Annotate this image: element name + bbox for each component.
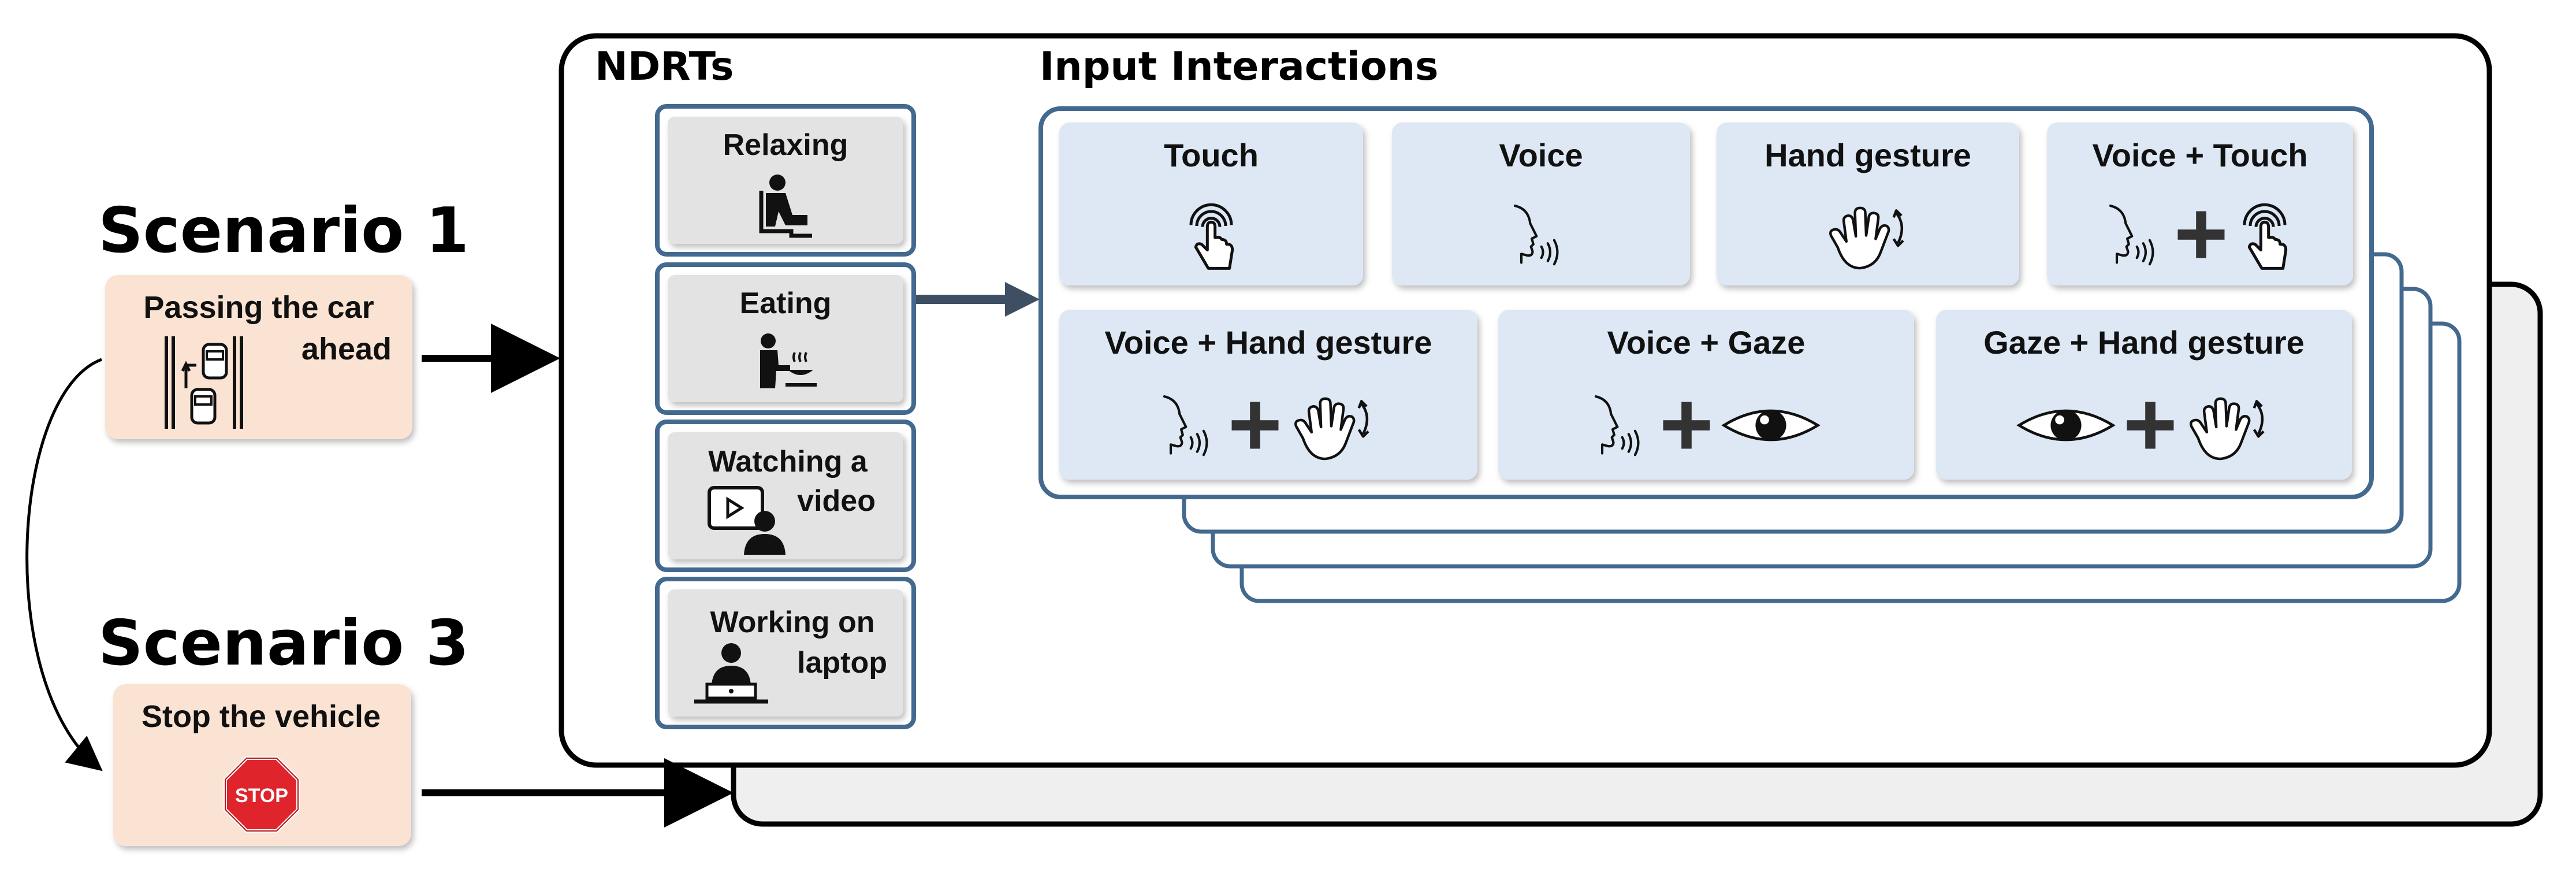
ndrt-relaxing: Relaxing bbox=[655, 104, 916, 257]
interaction-label: Voice + Hand gesture bbox=[1105, 324, 1432, 361]
input-interactions-heading: Input Interactions bbox=[1040, 44, 1438, 90]
svg-text:STOP: STOP bbox=[235, 785, 288, 807]
eating-person-icon bbox=[760, 333, 817, 388]
ndrt-eating: Eating bbox=[655, 262, 916, 415]
ndrt-label: Eating bbox=[740, 287, 832, 320]
interaction-label: Voice bbox=[1499, 137, 1583, 173]
interaction-label: Hand gesture bbox=[1765, 137, 1971, 173]
seated-person-icon bbox=[759, 175, 812, 238]
ndrt-label-line1: Working on bbox=[710, 606, 874, 639]
interaction-card-voice: Voice bbox=[1392, 123, 1690, 285]
ndrt-label-line1: Watching a bbox=[708, 445, 868, 478]
interaction-card-voice-gaze: Voice + Gaze bbox=[1498, 310, 1914, 480]
interaction-label: Gaze + Hand gesture bbox=[1983, 324, 2305, 361]
interaction-card-touch: Touch bbox=[1059, 123, 1363, 285]
ndrts-heading: NDRTs bbox=[595, 44, 734, 90]
scenario1-title: Scenario 1 bbox=[98, 195, 469, 267]
overtaking-road-icon bbox=[165, 336, 243, 429]
interaction-card-hand-gesture: Hand gesture bbox=[1717, 123, 2019, 285]
interaction-label: Voice + Touch bbox=[2093, 137, 2308, 173]
laptop-worker-icon bbox=[694, 643, 768, 704]
ndrt-working-laptop: Working on laptop bbox=[655, 577, 916, 729]
ndrt-label-line2: laptop bbox=[797, 646, 887, 680]
ndrt-label-line2: video bbox=[797, 484, 876, 518]
interaction-card-voice-touch: Voice + Touch bbox=[2047, 123, 2353, 285]
interaction-cards: Touch Voice Hand gesture Voice + TouchVoice… bbox=[1059, 123, 2353, 480]
scenario3-title: Scenario 3 bbox=[98, 607, 469, 680]
ndrt-label: Relaxing bbox=[723, 128, 848, 162]
scenario1-line1: Passing the car bbox=[143, 290, 374, 325]
stop-sign-icon: STOP bbox=[224, 756, 300, 833]
interaction-card-gaze-hand-gesture: Gaze + Hand gesture bbox=[1936, 310, 2352, 480]
scenario1-line2: ahead bbox=[301, 332, 392, 366]
ndrt-watching-video: Watching a video bbox=[655, 420, 916, 572]
ndrt-to-interaction-arrow bbox=[913, 282, 1040, 317]
scenario3-line1: Stop the vehicle bbox=[142, 699, 381, 734]
scenario1-card bbox=[105, 275, 412, 439]
interaction-label: Voice + Gaze bbox=[1607, 324, 1806, 361]
interaction-card-voice-hand-gesture: Voice + Hand gesture bbox=[1059, 310, 1477, 480]
video-watching-icon bbox=[708, 486, 786, 555]
scenario-transition-arrow bbox=[25, 358, 103, 771]
interaction-label: Touch bbox=[1164, 137, 1259, 173]
